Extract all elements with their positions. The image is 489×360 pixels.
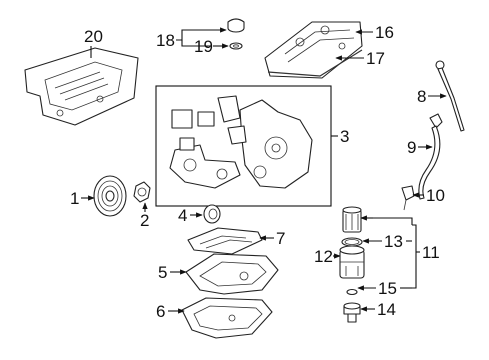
engine-cover <box>24 47 139 126</box>
oil-filter-element <box>342 206 362 233</box>
callout-9: 9 <box>407 138 416 157</box>
callout-6: 6 <box>156 302 165 321</box>
callout-18: 18 <box>156 31 175 50</box>
leader-18-b <box>181 40 212 47</box>
callout-13: 13 <box>384 232 403 251</box>
lower-oil-pan <box>181 297 273 339</box>
bracket-11 <box>412 224 417 289</box>
timing-cover-group-box <box>155 85 332 207</box>
dipstick-tube <box>418 113 443 200</box>
callout-5: 5 <box>158 263 167 282</box>
drain-plug <box>343 302 361 323</box>
callout-7: 7 <box>276 229 285 248</box>
leader-11-top <box>373 217 413 225</box>
callout-20: 20 <box>84 27 103 46</box>
callout-19: 19 <box>194 37 213 56</box>
oil-filler-cap <box>227 18 245 33</box>
callout-15: 15 <box>378 279 397 298</box>
callout-12: 12 <box>314 247 333 266</box>
oil-filter-housing <box>339 245 365 279</box>
callout-16: 16 <box>375 23 394 42</box>
callout-3: 3 <box>340 127 349 146</box>
leader-18 <box>176 27 227 41</box>
oil-dipstick <box>435 60 465 132</box>
valve-cover-gasket <box>267 49 363 77</box>
dipstick-bracket-bolt <box>401 185 415 211</box>
pulley-bolt <box>133 181 151 203</box>
oil-pan-baffle <box>187 227 263 255</box>
valve-cover <box>264 21 363 79</box>
timing-cover-parts <box>169 95 313 189</box>
callout-2: 2 <box>140 211 149 230</box>
callout-11: 11 <box>422 243 440 262</box>
callout-14: 14 <box>377 300 396 319</box>
upper-oil-pan <box>185 253 279 295</box>
callout-1: 1 <box>70 189 79 208</box>
oil-filter-o-ring <box>341 237 363 247</box>
callout-17: 17 <box>366 49 385 68</box>
filler-cap-gasket <box>229 42 243 50</box>
callout-10: 10 <box>426 186 445 205</box>
callout-4: 4 <box>178 206 187 225</box>
drain-plug-washer <box>346 288 358 296</box>
crankshaft-pulley <box>93 175 127 217</box>
callout-8: 8 <box>417 87 426 106</box>
crankshaft-seal <box>203 204 221 224</box>
